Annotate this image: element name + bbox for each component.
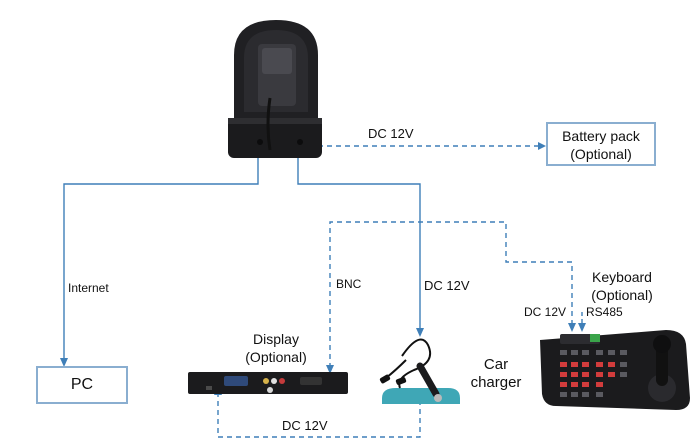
pc-box: PC xyxy=(36,366,128,404)
bnc-link xyxy=(329,221,573,368)
rs485-arrow xyxy=(568,323,576,332)
display-title: Display xyxy=(253,331,299,347)
charger-link xyxy=(297,148,421,330)
pc-label: PC xyxy=(70,376,94,393)
ptz-camera-icon xyxy=(228,20,322,158)
internet-label: Internet xyxy=(68,281,109,295)
keyboard-optional: (Optional) xyxy=(591,287,653,303)
internet-link xyxy=(63,148,259,360)
pc-arrow xyxy=(60,358,68,367)
ptz-keyboard-icon xyxy=(540,330,690,410)
bottom-dc12v-label: DC 12V xyxy=(282,418,328,433)
dc12v-bottom-link xyxy=(217,392,421,438)
car-charger-label: Car charger xyxy=(456,356,536,392)
display-label: Display (Optional) xyxy=(226,330,326,366)
battery-pack-title: Battery pack xyxy=(562,128,640,144)
connections xyxy=(60,142,586,438)
battery-pack-box: Battery pack (Optional) xyxy=(546,122,656,166)
charger-link-label: DC 12V xyxy=(424,278,470,293)
car-charger-line2: charger xyxy=(470,374,522,391)
battery-pack-optional: (Optional) xyxy=(570,146,632,162)
charger-arrow xyxy=(416,328,424,337)
keyboard-dc12v-label: DC 12V xyxy=(524,305,566,319)
dc12v-keyboard-arrow xyxy=(578,323,586,332)
car-charger-icon xyxy=(379,338,460,404)
battery-link-label: DC 12V xyxy=(368,126,414,141)
battery-arrow xyxy=(538,142,546,150)
bnc-label: BNC xyxy=(336,277,362,291)
display-optional: (Optional) xyxy=(245,349,307,365)
keyboard-title: Keyboard xyxy=(592,269,652,285)
keyboard-label: Keyboard (Optional) xyxy=(572,268,672,304)
rs485-label: RS485 xyxy=(586,305,623,319)
bnc-arrow-display xyxy=(326,365,334,374)
car-charger-line1: Car xyxy=(483,356,509,373)
monitor-icon xyxy=(188,372,348,394)
